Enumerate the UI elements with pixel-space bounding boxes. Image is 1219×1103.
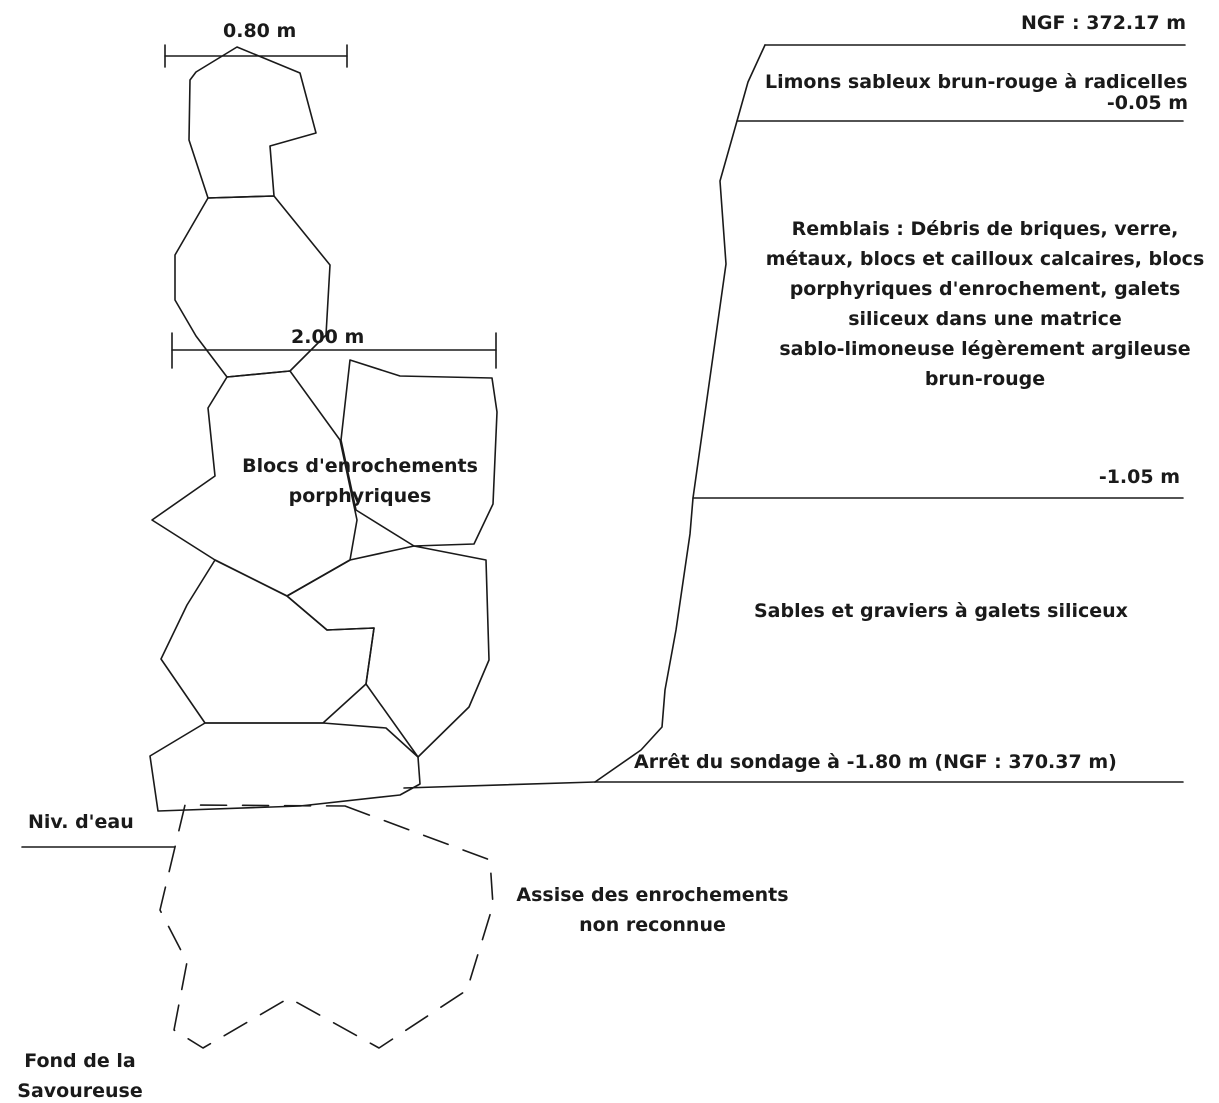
block-7: [149, 722, 421, 812]
river-bottom-label: Fond de la Savoureuse: [5, 1046, 155, 1103]
water-level-label: Niv. d'eau: [28, 811, 134, 833]
dimension-mid-label: 2.00 m: [291, 326, 365, 348]
blocks-label-line-2: porphyriques: [288, 485, 432, 507]
end-of-survey-label: Arrêt du sondage à -1.80 m (NGF : 370.37…: [634, 751, 1117, 773]
layer-2-line-6: brun-rouge: [924, 368, 1046, 390]
block-5: [160, 559, 375, 724]
layer-2-line-2: métaux, blocs et cailloux calcaires, blo…: [765, 248, 1205, 270]
river-bottom-line-1: Fond de la: [24, 1050, 136, 1072]
layer-2-line-5: sablo-limoneuse légèrement argileuse: [779, 338, 1191, 360]
block-1: [188, 46, 317, 199]
foundation-label-line-1: Assise des enrochements: [516, 884, 789, 906]
foundation-outline: [159, 804, 494, 1049]
depth-2-label: -1.05 m: [1098, 466, 1180, 488]
limit-180: [403, 781, 596, 789]
layer-1-label: Limons sableux brun-rouge à radicelles: [765, 71, 1188, 93]
block-4: [340, 359, 498, 547]
depth-1-label: -0.05 m: [1106, 92, 1188, 114]
block-6: [286, 545, 490, 758]
log-profile: [594, 44, 766, 783]
foundation-label: Assise des enrochements non reconnue: [495, 880, 810, 940]
layer-2-line-3: porphyriques d'enrochement, galets: [789, 278, 1181, 300]
foundation-label-line-2: non reconnue: [579, 914, 726, 936]
blocks-label-line-1: Blocs d'enrochements: [242, 455, 478, 477]
layer-2-label: Remblais : Débris de briques, verre, mét…: [745, 214, 1219, 394]
blocks-label: Blocs d'enrochements porphyriques: [220, 451, 500, 511]
dimension-top: [164, 44, 348, 68]
layer-2-line-4: siliceux dans une matrice: [848, 308, 1122, 330]
dimension-top-label: 0.80 m: [223, 20, 297, 42]
dimension-mid: [171, 332, 497, 369]
top-level-label: NGF : 372.17 m: [1020, 12, 1186, 34]
layer-3-label: Sables et graviers à galets siliceux: [754, 600, 1128, 622]
river-bottom-line-2: Savoureuse: [17, 1080, 143, 1102]
layer-2-line-1: Remblais : Débris de briques, verre,: [791, 218, 1179, 240]
